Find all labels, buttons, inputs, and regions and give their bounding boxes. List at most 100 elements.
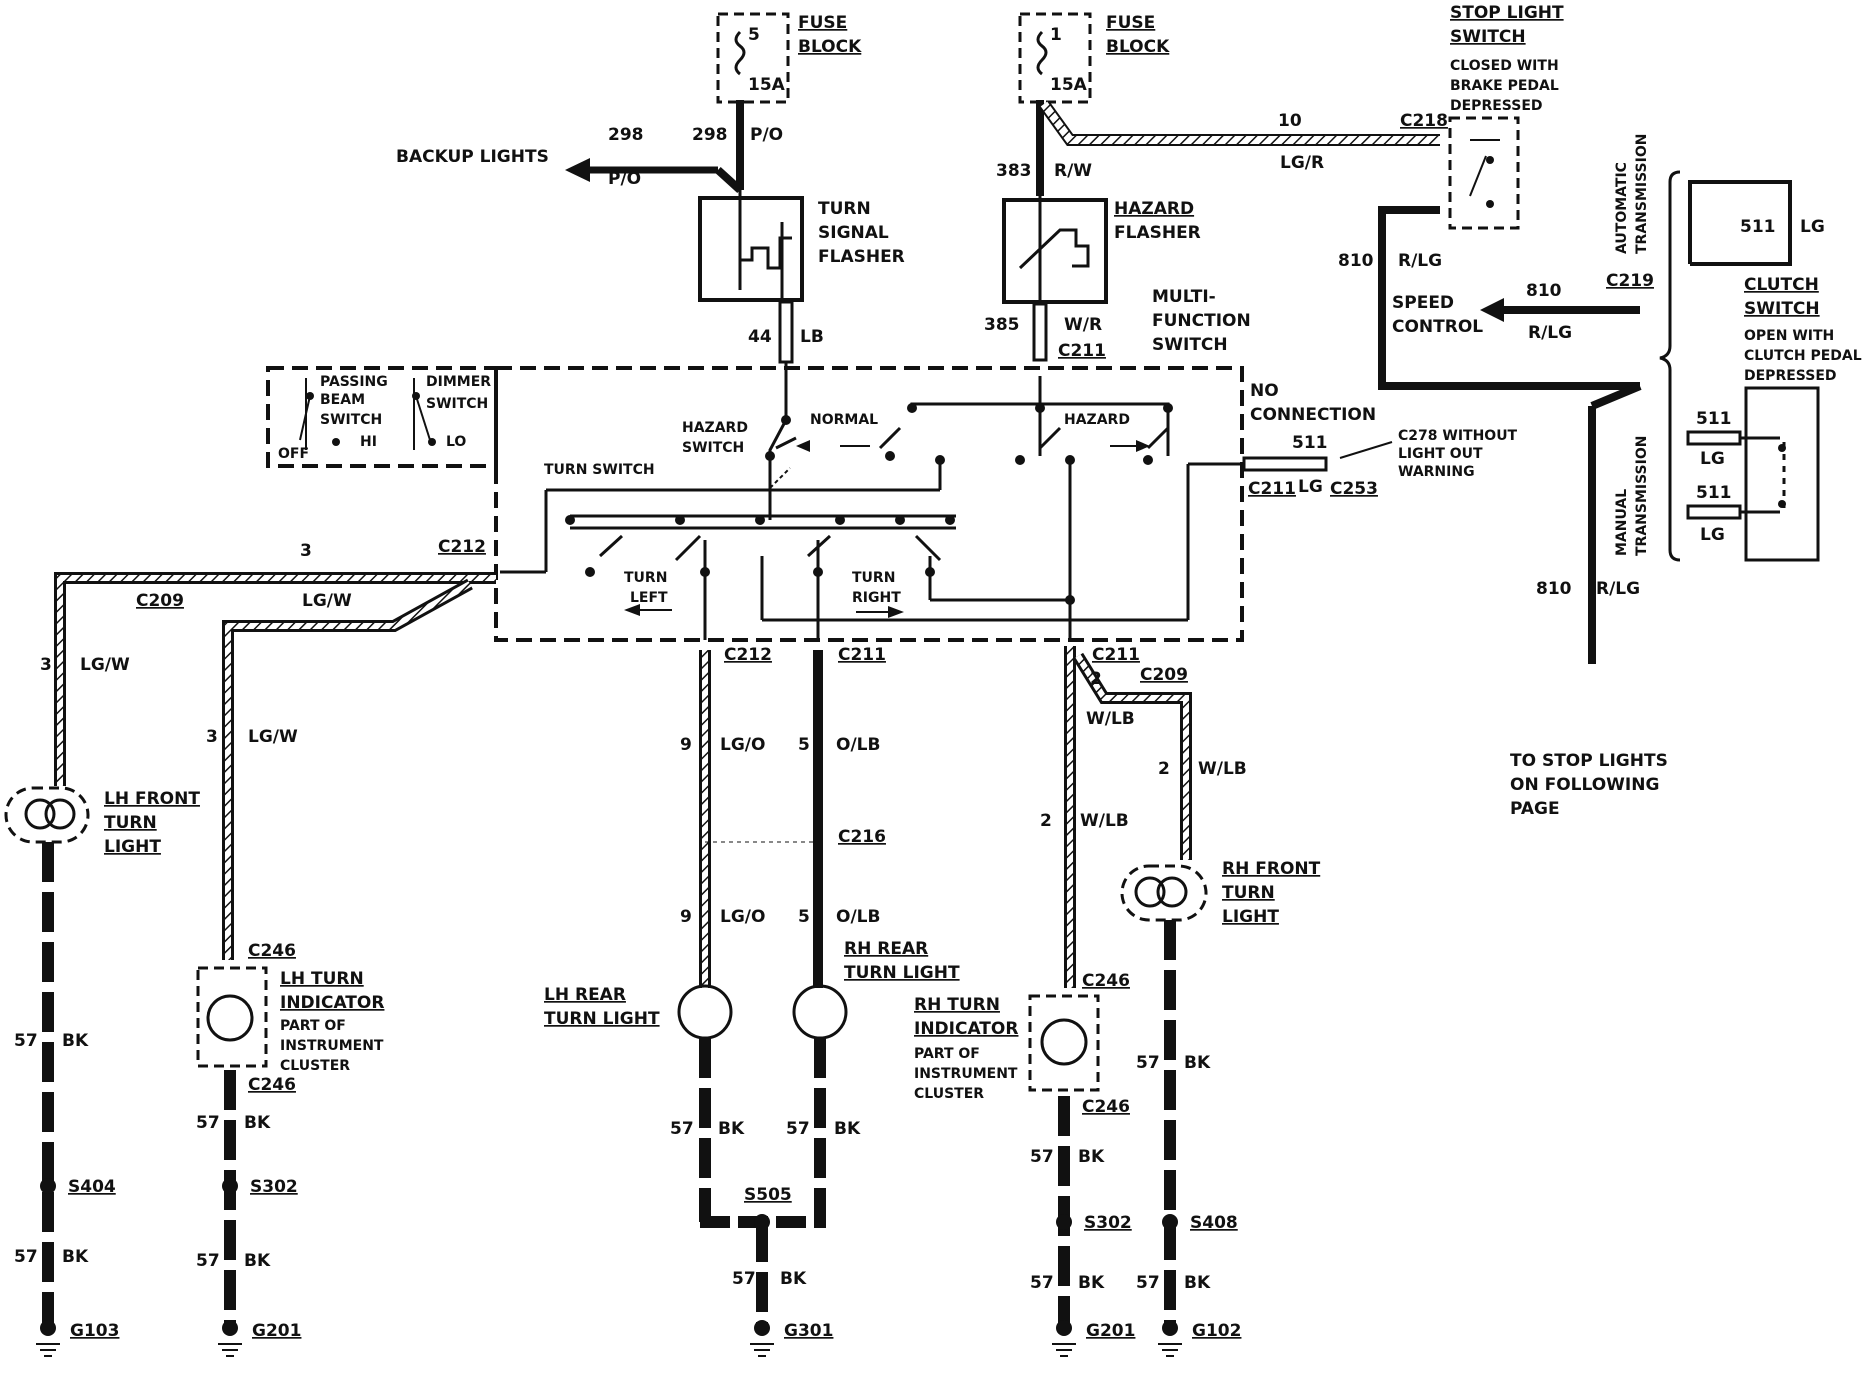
multifunction-label: MULTI- bbox=[1152, 287, 1216, 307]
multifunction-label-3: SWITCH bbox=[1152, 335, 1228, 355]
flasher-label-3: FLASHER bbox=[818, 247, 905, 267]
splice-label: S302 bbox=[250, 1177, 298, 1197]
dimmer-label: DIMMER bbox=[426, 374, 491, 390]
lh-ind-label-2: INDICATOR bbox=[280, 993, 384, 1013]
dimmer-label-2: SWITCH bbox=[426, 396, 488, 412]
fuse-amp: 15A bbox=[1050, 75, 1088, 95]
connector-label: C219 bbox=[1606, 271, 1654, 291]
lh-turn-indicator: C246 C246 LH TURN INDICATOR PART OF INST… bbox=[196, 941, 384, 1095]
clutch-label-4: CLUTCH PEDAL bbox=[1744, 348, 1862, 364]
circuit-num: 57 bbox=[1030, 1273, 1054, 1293]
turn-left-label-2: LEFT bbox=[630, 590, 668, 606]
note-line-3: PAGE bbox=[1510, 799, 1560, 819]
circuit-num: 57 bbox=[732, 1269, 756, 1289]
turn-switch-label: TURN SWITCH bbox=[544, 462, 655, 478]
ground-rh-front: 57 BK S408 57 BK G102 bbox=[1136, 920, 1241, 1357]
fuse-block-1: 5 15A FUSE BLOCK bbox=[716, 12, 862, 104]
passing-beam-dimmer-switch: PASSING BEAM SWITCH DIMMER SWITCH OFF HI… bbox=[266, 366, 498, 468]
rh-ind-label-2: INDICATOR bbox=[914, 1019, 1018, 1039]
stop-switch-label-3: CLOSED WITH bbox=[1450, 58, 1559, 74]
circuit-num: 2 bbox=[1090, 669, 1102, 689]
wire-44: 44 LB bbox=[748, 300, 824, 376]
rh-turn-indicator: C246 C246 RH TURN INDICATOR PART OF INST… bbox=[914, 971, 1130, 1117]
wire-color: LG/W bbox=[302, 591, 352, 611]
wire-10: 10 LG/R bbox=[1039, 100, 1440, 173]
passing-label-3: SWITCH bbox=[320, 412, 382, 428]
lh-rear-label-2: TURN LIGHT bbox=[544, 1009, 660, 1029]
ground-rh-indicator: 57 BK S302 57 BK G201 bbox=[1030, 1096, 1135, 1357]
circuit-num: 9 bbox=[680, 735, 692, 755]
circuit-num: 57 bbox=[1030, 1147, 1054, 1167]
circuit-num: 57 bbox=[196, 1113, 220, 1133]
c278-label-3: WARNING bbox=[1398, 464, 1475, 480]
lh-ind-label-3: PART OF bbox=[280, 1018, 346, 1034]
ground-label: G201 bbox=[1086, 1321, 1135, 1341]
circuit-num: 5 bbox=[798, 907, 810, 927]
connector-label: C246 bbox=[248, 1075, 296, 1095]
wire-5: 5 O/LB 5 O/LB C211 C216 bbox=[705, 645, 886, 988]
flasher-label-2: SIGNAL bbox=[818, 223, 889, 243]
rh-ind-label: RH TURN bbox=[914, 995, 1000, 1015]
hazard-label: HAZARD bbox=[1064, 412, 1130, 428]
wire-color: LG/O bbox=[720, 907, 765, 927]
lh-front-label-3: LIGHT bbox=[104, 837, 161, 857]
c278-label: C278 WITHOUT bbox=[1398, 428, 1518, 444]
circuit-num: 57 bbox=[670, 1119, 694, 1139]
circuit-num: 511 bbox=[1292, 433, 1328, 453]
wire-color: BK bbox=[62, 1247, 89, 1267]
normal-label: NORMAL bbox=[810, 412, 878, 428]
ground-lh-indicator: 57 BK S302 57 BK G201 bbox=[196, 1070, 301, 1357]
wire-color: BK bbox=[1184, 1273, 1211, 1293]
ground-label: G103 bbox=[70, 1321, 119, 1341]
dimmer-off-label: OFF bbox=[278, 446, 309, 462]
circuit-num: 2 bbox=[1040, 811, 1052, 831]
wire-color: LG/W bbox=[80, 655, 130, 675]
multifunction-label-2: FUNCTION bbox=[1152, 311, 1251, 331]
speed-control-label: SPEED bbox=[1392, 293, 1454, 313]
ground-rear: 57 BK 57 BK S505 57 BK G301 bbox=[670, 1038, 861, 1357]
wire-color: LG bbox=[1700, 449, 1725, 469]
wire-color: BK bbox=[834, 1119, 861, 1139]
backup-lights-label: BACKUP LIGHTS bbox=[396, 147, 549, 167]
connector-label: C209 bbox=[136, 591, 184, 611]
circuit-num: 57 bbox=[1136, 1273, 1160, 1293]
connector-label: C253 bbox=[1330, 479, 1378, 499]
dimmer-lo-label: LO bbox=[446, 434, 466, 450]
fuse-block-2: 1 15A FUSE BLOCK bbox=[1018, 12, 1170, 104]
rh-ind-label-3: PART OF bbox=[914, 1046, 980, 1062]
wire-color: LG bbox=[1298, 477, 1323, 497]
connector-label: C211 bbox=[1058, 341, 1106, 361]
wire-color: BK bbox=[1078, 1147, 1105, 1167]
lh-ind-label-5: CLUSTER bbox=[280, 1058, 350, 1074]
rh-front-label-2: TURN bbox=[1222, 883, 1275, 903]
no-connection-label-2: CONNECTION bbox=[1250, 405, 1376, 425]
turn-right-label-2: RIGHT bbox=[852, 590, 901, 606]
connector-label: C216 bbox=[838, 827, 886, 847]
splice-label: S408 bbox=[1190, 1213, 1238, 1233]
wire-color: BK bbox=[780, 1269, 807, 1289]
clutch-label-5: DEPRESSED bbox=[1744, 368, 1837, 384]
connector-label: C212 bbox=[724, 645, 772, 665]
connector-label: C212 bbox=[438, 537, 486, 557]
rh-front-label: RH FRONT bbox=[1222, 859, 1321, 879]
lh-front-turn-light: LH FRONT TURN LIGHT bbox=[4, 786, 200, 857]
circuit-num: 511 bbox=[1696, 483, 1732, 503]
hazard-switch-label-2: SWITCH bbox=[682, 440, 744, 456]
lh-ind-label: LH TURN bbox=[280, 969, 364, 989]
wire-298: BACKUP LIGHTS 298 P/O 298 P/O bbox=[396, 100, 783, 193]
wire-color: BK bbox=[1078, 1273, 1105, 1293]
circuit-num: 5 bbox=[798, 735, 810, 755]
hazard-flasher: HAZARD FLASHER bbox=[1002, 196, 1201, 304]
dimmer-hi-label: HI bbox=[360, 434, 377, 450]
wire-color: W/LB bbox=[1086, 709, 1135, 729]
stop-switch-label-2: SWITCH bbox=[1450, 27, 1526, 47]
no-connection-label: NO bbox=[1250, 381, 1279, 401]
circuit-num: 57 bbox=[1136, 1053, 1160, 1073]
note-line: TO STOP LIGHTS bbox=[1510, 751, 1668, 771]
multifunction-switch: MULTI- FUNCTION SWITCH HAZARD SWITCH NOR… bbox=[494, 287, 1251, 642]
flasher-label: TURN bbox=[818, 199, 871, 219]
circuit-num: 298 bbox=[692, 125, 728, 145]
passing-label: PASSING bbox=[320, 374, 388, 390]
wire-color: W/LB bbox=[1080, 811, 1129, 831]
note-line-2: ON FOLLOWING bbox=[1510, 775, 1659, 795]
